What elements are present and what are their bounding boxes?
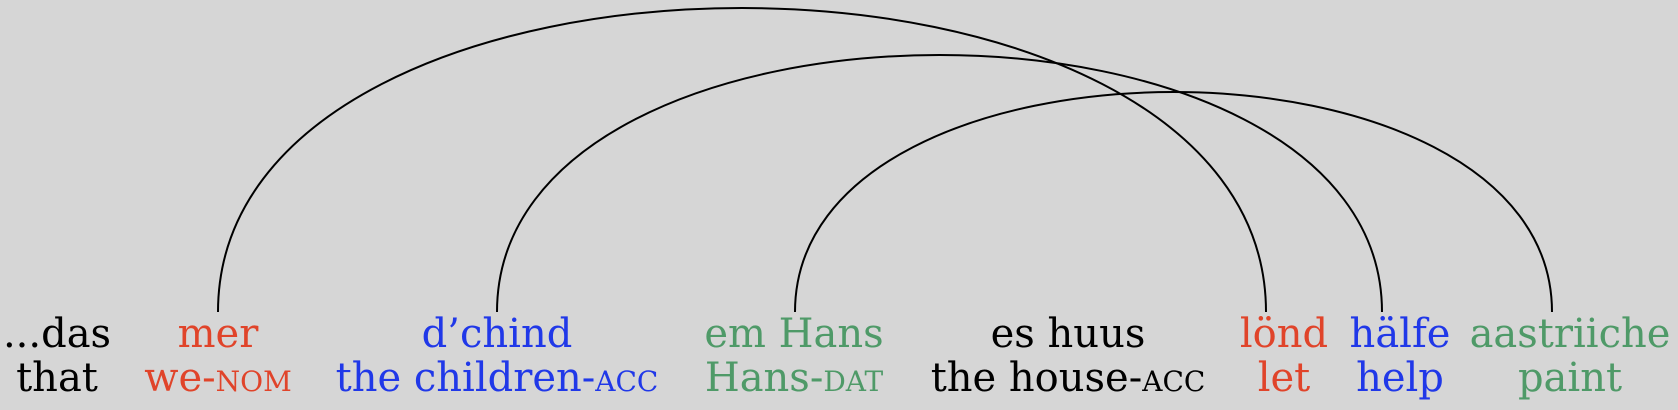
word-text: aastriiche [1469,311,1671,357]
word-gloss: that [16,355,98,401]
word-lond: lönd let [1240,312,1328,400]
word-das: ...das that [3,312,111,400]
word-text: mer [177,311,259,357]
word-text: d’chind [421,311,573,357]
word-text: ...das [2,311,112,357]
word-text: lönd [1239,311,1329,357]
word-es-huus: es huus the house-acc [931,312,1206,400]
word-aastriiche: aastriiche paint [1470,312,1671,400]
word-gloss: help [1356,355,1444,401]
word-gloss: we-nom [144,355,292,401]
dependency-arc-em-hans-aastriiche [794,91,1553,313]
word-gloss: Hans-dat [704,355,884,401]
dependency-arc-mer-lond [217,7,1267,313]
word-em-hans: em Hans Hans-dat [704,312,883,400]
word-gloss: the children-acc [335,355,659,401]
word-text: hälfe [1349,311,1451,357]
word-gloss: paint [1517,355,1623,401]
word-text: es huus [990,311,1146,357]
word-gloss: the house-acc [930,355,1206,401]
word-dchind: d’chind the children-acc [336,312,659,400]
word-halfe: hälfe help [1350,312,1451,400]
word-text: em Hans [704,311,884,357]
dependency-arc-dchind-halfe [496,54,1383,313]
word-gloss: let [1257,355,1311,401]
word-mer: mer we-nom [144,312,292,400]
